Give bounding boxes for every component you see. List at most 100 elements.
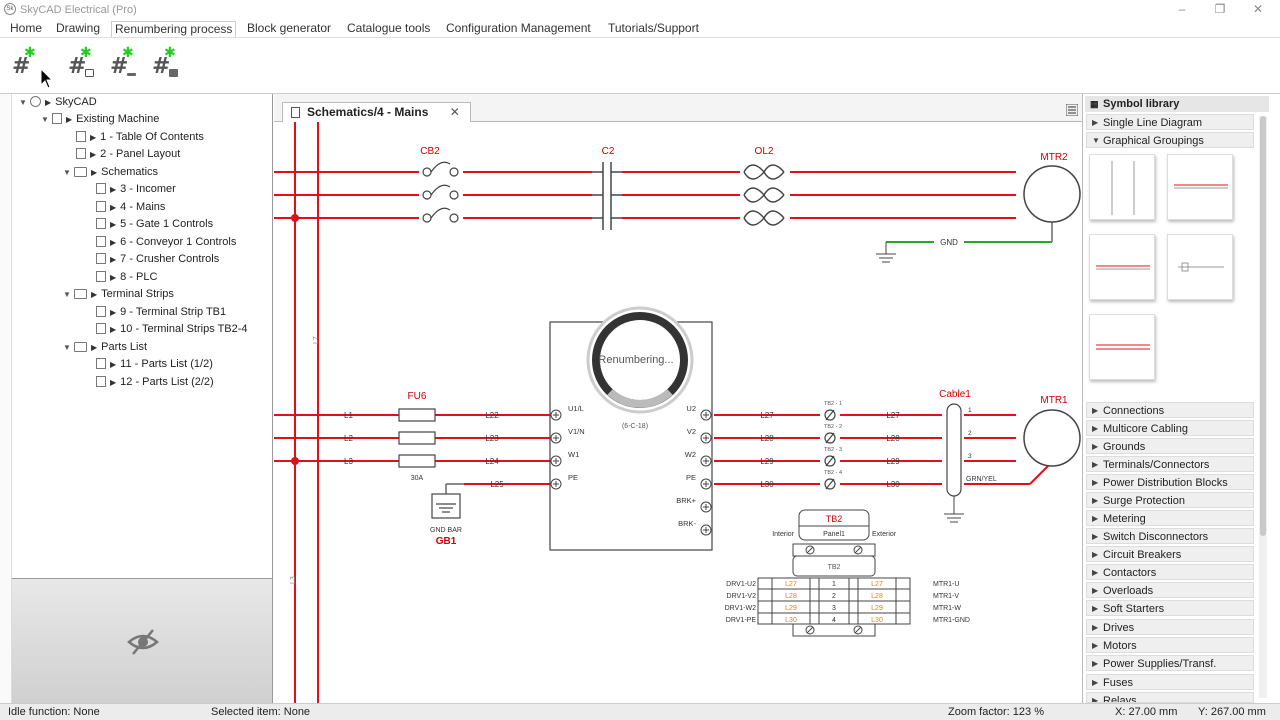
symbol-thumbnail[interactable] (1167, 154, 1233, 220)
drive-ref: (6-C-18) (622, 423, 648, 430)
renumber-settings-button[interactable]: #✱ (150, 44, 184, 84)
tb-wire: L30 (871, 617, 883, 624)
section-single-line-diagram[interactable]: ▶Single Line Diagram (1086, 114, 1254, 130)
motor-mtr2[interactable] (876, 165, 1081, 263)
overload-ol2[interactable] (743, 164, 785, 226)
section-drives[interactable]: ▶Drives (1086, 619, 1254, 635)
menu-renumbering-process[interactable]: Renumbering process (111, 21, 237, 37)
status-x: X: 27.00 mm (1115, 706, 1178, 718)
section-graphical-groupings[interactable]: ▼Graphical Groupings (1086, 132, 1254, 148)
cable-cable1[interactable] (944, 403, 964, 523)
symbol-thumbnail[interactable] (1167, 234, 1233, 300)
section-switch-disconnectors[interactable]: ▶Switch Disconnectors (1086, 528, 1254, 544)
section-relays[interactable]: ▶Relays (1086, 692, 1254, 703)
tree-item-gate-controls[interactable]: ▶5 - Gate 1 Controls (94, 216, 213, 233)
fuse-fu6[interactable] (398, 408, 436, 468)
menu-home[interactable]: Home (10, 21, 43, 35)
label-mtr1-gnd: MTR1-GND (933, 617, 970, 624)
tree-item-schematics[interactable]: ▼▶Schematics (62, 164, 158, 181)
label-tb2: TB2 (826, 514, 843, 524)
expand-arrow-icon: ▶ (91, 290, 98, 299)
section-contactors[interactable]: ▶Contactors (1086, 564, 1254, 580)
tree-item-panel-layout[interactable]: ▶2 - Panel Layout (74, 146, 180, 163)
collapse-icon[interactable]: ▼ (41, 115, 49, 124)
page-icon (96, 376, 106, 387)
tree-item-conveyor-controls[interactable]: ▶6 - Conveyor 1 Controls (94, 234, 236, 251)
section-surge-protection[interactable]: ▶Surge Protection (1086, 492, 1254, 508)
project-tree[interactable]: ▼▶SkyCAD ▼▶Existing Machine ▶1 - Table O… (12, 94, 273, 578)
section-terminals-connectors[interactable]: ▶Terminals/Connectors (1086, 456, 1254, 472)
circuit-breaker-cb2[interactable] (422, 161, 459, 223)
section-motors[interactable]: ▶Motors (1086, 637, 1254, 653)
tree-item-root[interactable]: ▼▶SkyCAD (18, 94, 97, 111)
section-circuit-breakers[interactable]: ▶Circuit Breakers (1086, 546, 1254, 562)
tree-item-machine[interactable]: ▼▶Existing Machine (40, 111, 159, 128)
renumber-page-button[interactable]: #✱ (66, 44, 100, 84)
menu-tutorials-support[interactable]: Tutorials/Support (608, 21, 699, 35)
terminal-strip-tb2-diagram[interactable] (757, 509, 911, 637)
schematic-canvas[interactable]: CB2 C2 OL2 MTR2 GND L7 L3 L1 L2 L3 (274, 122, 1082, 703)
symbol-thumbnail[interactable] (1089, 234, 1155, 300)
tb-label: TB2 - 2 (824, 424, 842, 430)
wire-l30-a: L30 (760, 480, 774, 489)
minimize-icon[interactable]: – (1178, 2, 1186, 16)
label-panel1: Panel1 (823, 531, 845, 538)
section-multicore-cabling[interactable]: ▶Multicore Cabling (1086, 420, 1254, 436)
collapse-icon[interactable]: ▼ (19, 98, 27, 107)
tree-item-mains[interactable]: ▶4 - Mains (94, 199, 165, 216)
cable-core-gy: GRN/YEL (966, 476, 997, 483)
drive-in-v1: V1/N (568, 427, 585, 436)
scrollbar-thumb[interactable] (1260, 116, 1266, 536)
section-metering[interactable]: ▶Metering (1086, 510, 1254, 526)
close-window-icon[interactable]: ✕ (1252, 2, 1264, 16)
collapse-icon[interactable]: ▼ (63, 343, 71, 352)
section-grounds[interactable]: ▶Grounds (1086, 438, 1254, 454)
ground-bar-gb1[interactable] (431, 483, 464, 519)
tree-item-plc[interactable]: ▶8 - PLC (94, 269, 157, 286)
wire-l29-a: L29 (760, 457, 774, 466)
tree-item-tb2-4[interactable]: ▶10 - Terminal Strips TB2-4 (94, 321, 248, 338)
menu-configuration-management[interactable]: Configuration Management (446, 21, 591, 35)
contactor-c2[interactable] (592, 162, 622, 230)
hash-icon: # (12, 54, 31, 79)
section-soft-starters[interactable]: ▶Soft Starters (1086, 600, 1254, 616)
motor-mtr1[interactable] (1023, 409, 1081, 467)
tree-item-parts-2[interactable]: ▶12 - Parts List (2/2) (94, 374, 214, 391)
collapse-icon[interactable]: ▼ (63, 168, 71, 177)
section-power-supplies[interactable]: ▶Power Supplies/Transf. (1086, 655, 1254, 671)
menu-drawing[interactable]: Drawing (56, 21, 101, 35)
symbol-preview (1096, 265, 1150, 270)
symbol-library-scrollbar[interactable] (1259, 116, 1267, 698)
settings-icon (169, 69, 178, 77)
tree-item-parts-1[interactable]: ▶11 - Parts List (1/2) (94, 356, 213, 373)
section-fuses[interactable]: ▶Fuses (1086, 674, 1254, 690)
section-power-distribution-blocks[interactable]: ▶Power Distribution Blocks (1086, 474, 1254, 490)
terminal-block-tb2[interactable] (824, 409, 836, 490)
wire-l28-a: L28 (760, 434, 774, 443)
tree-item-crusher-controls[interactable]: ▶7 - Crusher Controls (94, 251, 219, 268)
tree-item-toc[interactable]: ▶1 - Table Of Contents (74, 129, 204, 146)
renumber-drawing-button[interactable]: #✱ (10, 44, 44, 84)
tab-schematics-mains[interactable]: Schematics/4 - Mains ✕ (282, 102, 471, 122)
section-overloads[interactable]: ▶Overloads (1086, 582, 1254, 598)
tree-item-incomer[interactable]: ▶3 - Incomer (94, 181, 176, 198)
menu-icon[interactable] (1066, 104, 1078, 116)
symbol-thumbnail[interactable] (1089, 314, 1155, 380)
menu-catalogue-tools[interactable]: Catalogue tools (347, 21, 431, 35)
expand-arrow-icon: ▶ (110, 378, 117, 387)
renumber-selection-button[interactable]: #✱ (108, 44, 142, 84)
title-bar: Sk SkyCAD Electrical (Pro) – ❐ ✕ (0, 0, 1280, 20)
collapse-icon[interactable]: ▼ (63, 290, 71, 299)
drawing-area[interactable]: Schematics/4 - Mains ✕ (274, 94, 1082, 703)
symbol-thumbnail[interactable] (1089, 154, 1155, 220)
chevron-right-icon: ▶ (1092, 641, 1099, 650)
maximize-icon[interactable]: ❐ (1214, 2, 1226, 16)
wire-l27-a: L27 (760, 411, 774, 420)
tree-item-tb1[interactable]: ▶9 - Terminal Strip TB1 (94, 304, 226, 321)
symbol-preview (1096, 344, 1150, 350)
menu-block-generator[interactable]: Block generator (247, 21, 332, 35)
tree-item-parts-list[interactable]: ▼▶Parts List (62, 339, 147, 356)
close-tab-icon[interactable]: ✕ (449, 105, 460, 119)
tree-item-terminal-strips[interactable]: ▼▶Terminal Strips (62, 286, 174, 303)
section-connections[interactable]: ▶Connections (1086, 402, 1254, 418)
